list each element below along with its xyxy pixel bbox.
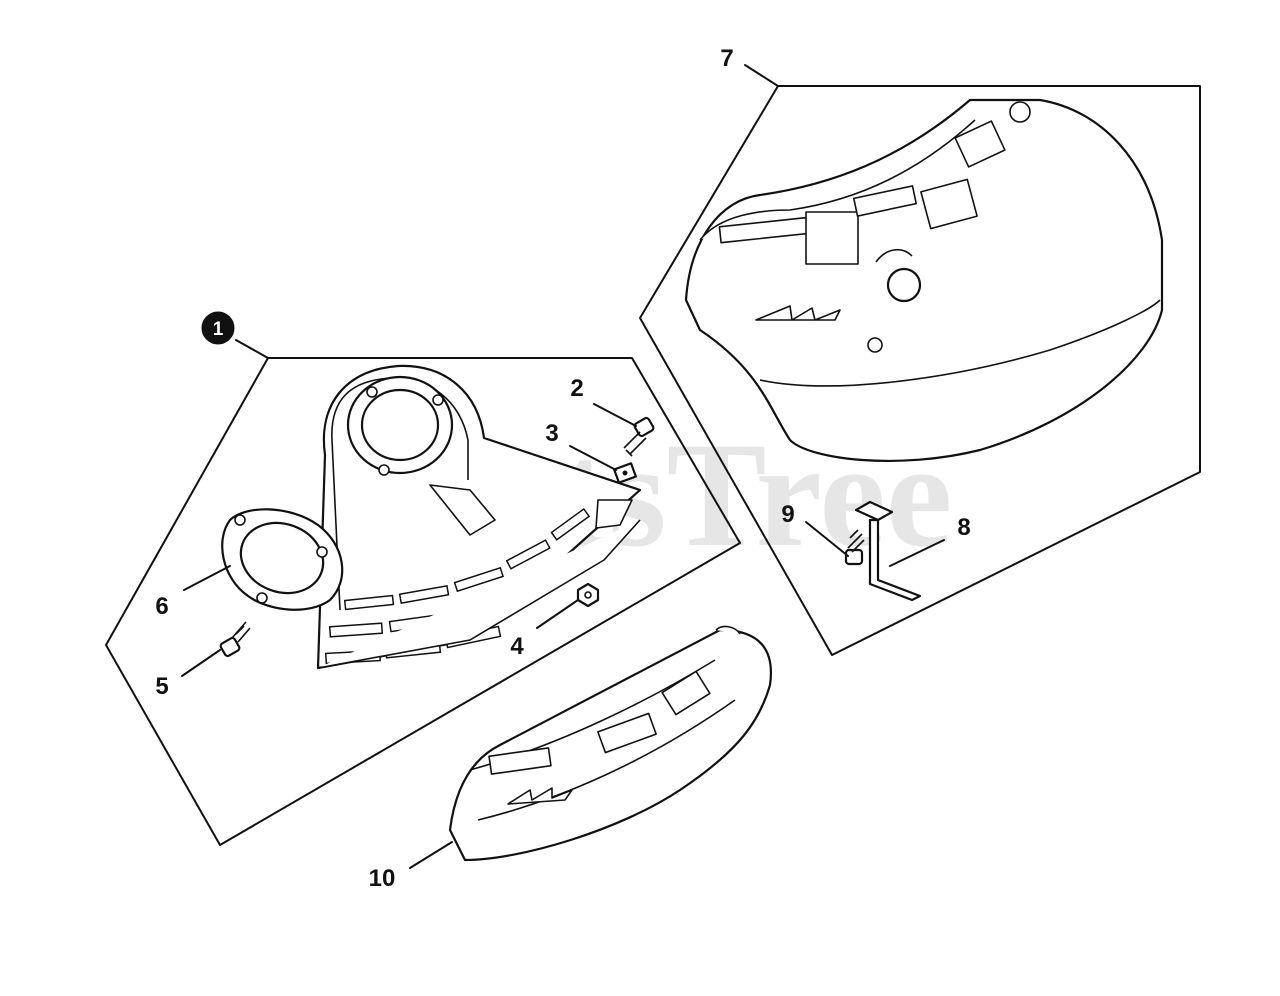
leader-lines <box>181 64 945 869</box>
part-2-bolt[interactable] <box>623 416 655 457</box>
part-7-guard[interactable] <box>684 98 1164 462</box>
callout-9: 9 <box>781 501 794 528</box>
callout-10: 10 <box>369 865 396 892</box>
callout-2: 2 <box>570 375 583 402</box>
callout-3: 3 <box>545 420 558 447</box>
part-4-nut[interactable] <box>576 582 600 608</box>
part-3-nut[interactable] <box>613 462 637 484</box>
callout-5: 5 <box>155 673 168 700</box>
svg-text:1: 1 <box>213 319 224 340</box>
callout-4: 4 <box>510 633 524 660</box>
group-1-outline <box>105 357 741 846</box>
group-7-outline <box>639 85 1201 656</box>
callout-8: 8 <box>957 514 970 541</box>
callout-6: 6 <box>155 593 168 620</box>
part-9-screw[interactable] <box>844 529 865 566</box>
part-1-shield[interactable] <box>316 364 642 670</box>
part-8-bracket[interactable] <box>854 500 922 602</box>
part-6-plate[interactable] <box>221 508 344 611</box>
callout-1: 1 <box>201 311 235 345</box>
part-5-screw[interactable] <box>219 621 251 658</box>
callout-7: 7 <box>720 45 733 72</box>
part-10-extension[interactable] <box>448 625 772 862</box>
